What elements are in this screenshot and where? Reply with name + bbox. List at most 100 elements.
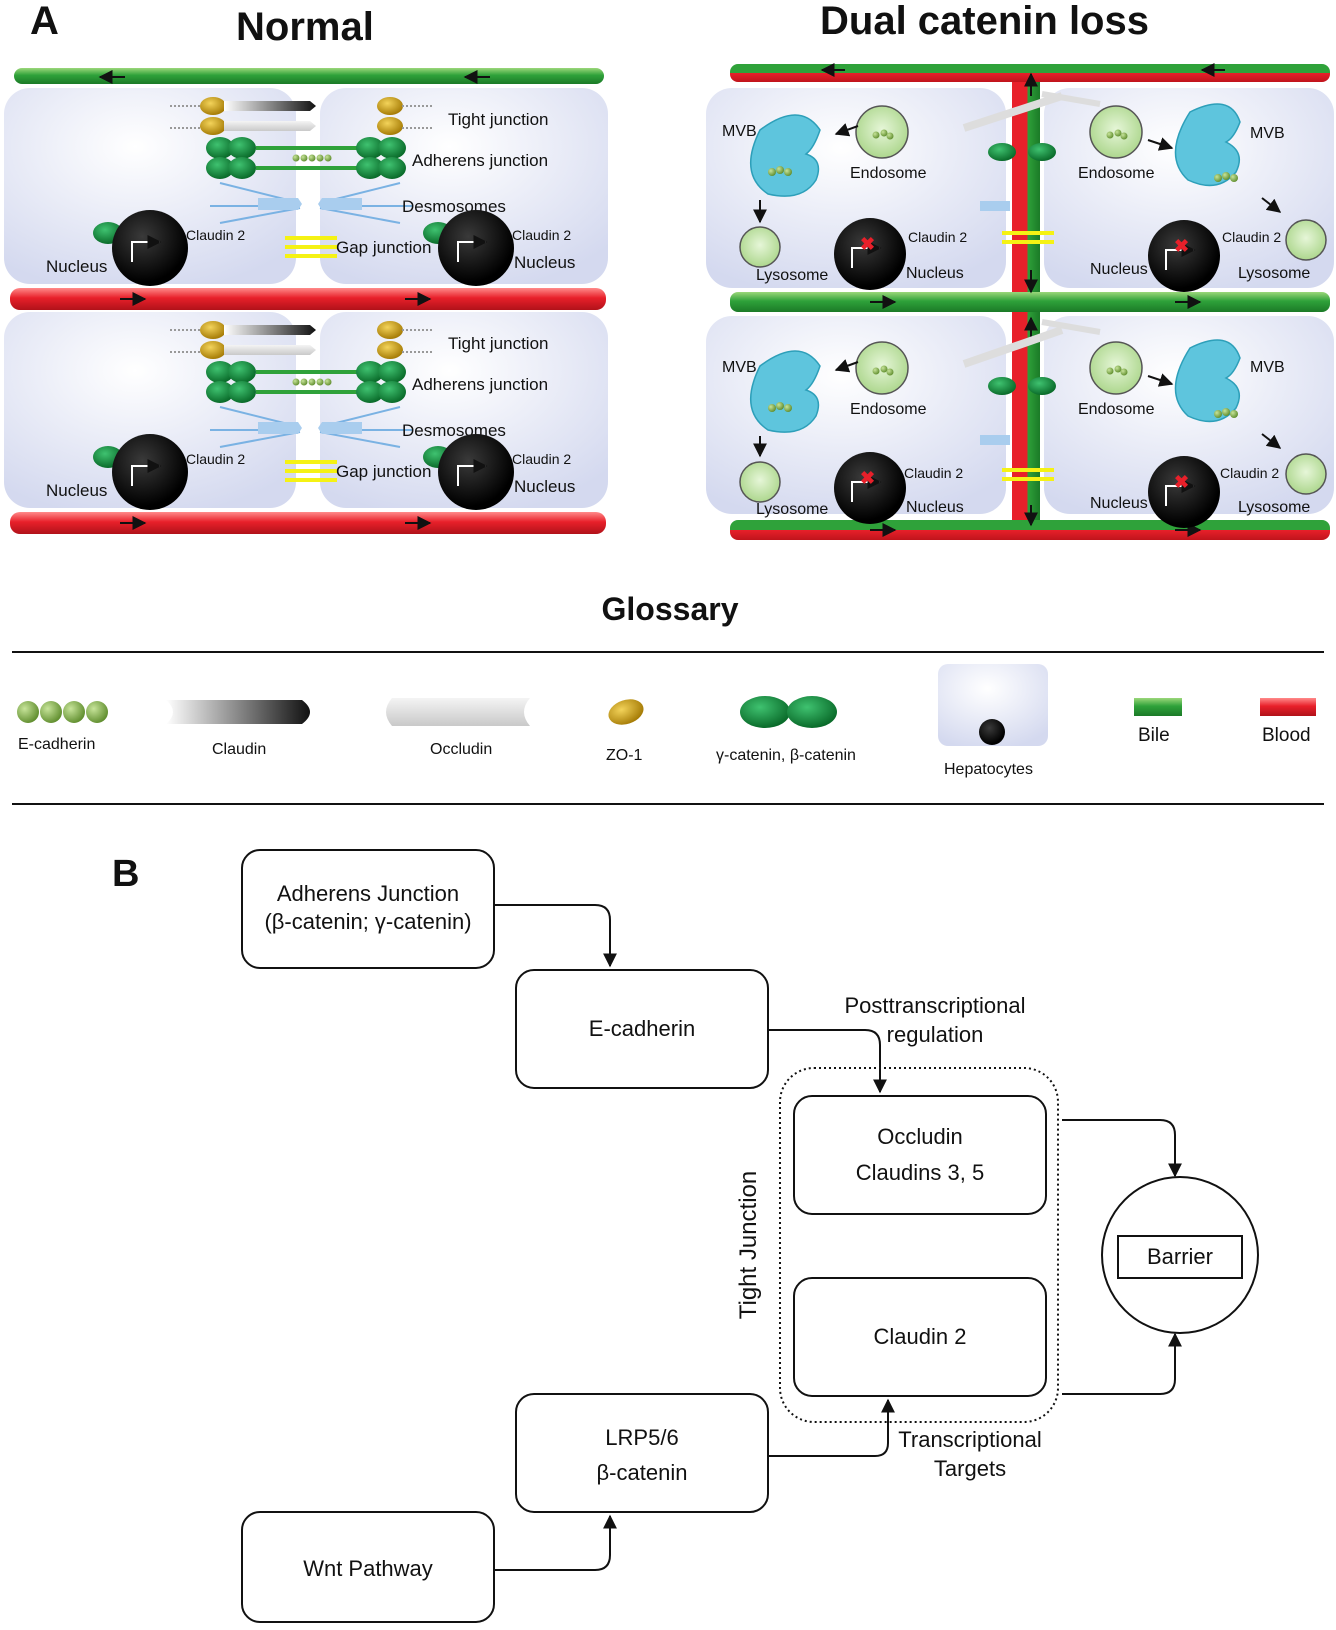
dual-catenin-loss-title: Dual catenin loss: [820, 0, 1149, 43]
claudin2-label: Claudin 2: [186, 227, 245, 243]
svg-text:Blood: Blood: [1262, 725, 1311, 746]
endosome-label: Endosome: [850, 401, 927, 418]
glossary-ecadherin: E-cadherin: [17, 701, 108, 753]
svg-text:✖: ✖: [860, 234, 875, 254]
lysosome-label: Lysosome: [1238, 265, 1310, 282]
nucleus-label: Nucleus: [1090, 495, 1148, 512]
blood-sinusoid: [10, 288, 606, 310]
adherens-line1: Adherens Junction: [277, 881, 459, 906]
wnt-pathway-text: Wnt Pathway: [303, 1556, 433, 1581]
transcriptional-line2: Targets: [934, 1456, 1006, 1481]
claudin2-text: Claudin 2: [874, 1324, 967, 1349]
nucleus-icon: [112, 434, 188, 510]
claudin2-box: [793, 1277, 1047, 1397]
mvb-icon: [1174, 103, 1241, 187]
gap-junction-label: Gap junction: [336, 462, 431, 481]
glossary-zo1: ZO-1: [606, 699, 644, 764]
barrier-box: [1117, 1235, 1243, 1279]
bile-canaliculus: [14, 68, 604, 84]
lysosome-icon: [1285, 453, 1327, 495]
lysosome-icon: [1285, 219, 1327, 261]
glossary-bile: Bile: [1134, 698, 1182, 746]
lrp-box: [515, 1393, 769, 1513]
dual-left-bottom-cell: MVB Endosome Lysosome ✖ Claudin 2 Nucleu…: [722, 341, 964, 524]
svg-text:Claudin: Claudin: [212, 741, 266, 758]
mvb-label: MVB: [722, 359, 757, 376]
svg-text:✖: ✖: [1174, 472, 1189, 492]
nucleus-label: Nucleus: [514, 477, 575, 496]
nucleus-label: Nucleus: [906, 265, 964, 282]
nucleus-icon: [112, 210, 188, 286]
lysosome-label: Lysosome: [756, 267, 828, 284]
panel-a-label: A: [30, 0, 59, 43]
adherens-junction-label: Adherens junction: [412, 375, 548, 394]
nucleus-icon: [438, 210, 514, 286]
panel-b-label: B: [112, 853, 139, 895]
svg-text:Bile: Bile: [1138, 725, 1170, 746]
adherens-junction-label: Adherens junction: [412, 151, 548, 170]
e-cadherin-text: E-cadherin: [589, 1016, 695, 1041]
claudin2-label: Claudin 2: [1222, 229, 1281, 245]
claudin2-label: Claudin 2: [1220, 465, 1279, 481]
nucleus-icon: [834, 218, 906, 290]
tight-junction-group: [779, 1067, 1059, 1423]
claudin2-label: Claudin 2: [908, 229, 967, 245]
nucleus-icon: [1148, 456, 1220, 528]
mvb-icon: [749, 350, 821, 433]
occludin-box: [793, 1095, 1047, 1215]
gap-junction-label: Gap junction: [336, 238, 431, 257]
claudin2-label: Claudin 2: [186, 451, 245, 467]
svg-text:Hepatocytes: Hepatocytes: [944, 761, 1033, 778]
endosome-label: Endosome: [1078, 401, 1155, 418]
nucleus-label: Nucleus: [514, 253, 575, 272]
tight-junction-label: Tight Junction: [735, 1171, 762, 1320]
wnt-pathway-box: [241, 1511, 495, 1623]
nucleus-label: Nucleus: [1090, 261, 1148, 278]
svg-text:✖: ✖: [860, 468, 875, 488]
lrp-line2: β-catenin: [597, 1460, 688, 1485]
normal-title: Normal: [236, 5, 374, 49]
endosome-label: Endosome: [850, 165, 927, 182]
nucleus-label: Nucleus: [46, 481, 107, 500]
adherens-line2: (β-catenin; γ-catenin): [264, 909, 471, 934]
glossary-catenin: γ-catenin, β-catenin: [716, 696, 856, 764]
claudin2-label: Claudin 2: [512, 227, 571, 243]
occludin-line1: Occludin: [877, 1124, 963, 1149]
claudin2-label: Claudin 2: [512, 451, 571, 467]
svg-text:ZO-1: ZO-1: [606, 747, 643, 764]
dual-left-top-cell: MVB Endosome Lysosome ✖ Claudin 2 Nucleu…: [722, 105, 967, 290]
mvb-label: MVB: [1250, 359, 1285, 376]
nucleus-icon: [834, 452, 906, 524]
nucleus-icon: [438, 434, 514, 510]
glossary-claudin: Claudin: [166, 700, 310, 758]
blood-sinusoid: [10, 512, 606, 534]
mvb-label: MVB: [1250, 125, 1285, 142]
lysosome-icon: [739, 461, 781, 503]
bile-canaliculus: [730, 292, 1330, 312]
lrp-line1: LRP5/6: [605, 1425, 678, 1450]
mvb-label: MVB: [722, 123, 757, 140]
mvb-icon: [1174, 339, 1241, 423]
lysosome-icon: [739, 226, 781, 268]
posttranscriptional-line1: Posttranscriptional: [845, 993, 1026, 1018]
barrier-text: Barrier: [1147, 1244, 1213, 1269]
glossary-hepatocytes: Hepatocytes: [938, 664, 1048, 778]
posttranscriptional-line2: regulation: [887, 1022, 984, 1047]
glossary-title: Glossary: [602, 591, 739, 627]
lysosome-label: Lysosome: [1238, 499, 1310, 516]
mvb-icon: [749, 114, 821, 197]
dual-junction-remnants: [962, 91, 1101, 481]
nucleus-label: Nucleus: [906, 499, 964, 516]
glossary-occludin: Occludin: [386, 698, 530, 758]
svg-text:Occludin: Occludin: [430, 741, 492, 758]
nucleus-icon: [1148, 220, 1220, 292]
occludin-line2: Claudins 3, 5: [856, 1160, 984, 1185]
nucleus-label: Nucleus: [46, 257, 107, 276]
endosome-label: Endosome: [1078, 165, 1155, 182]
dual-right-top-cell: Endosome MVB Lysosome ✖ Claudin 2 Nucleu…: [1078, 103, 1327, 292]
transcriptional-line1: Transcriptional: [898, 1427, 1041, 1452]
glossary-blood: Blood: [1260, 698, 1316, 746]
svg-text:✖: ✖: [1174, 236, 1189, 256]
flow-texts: Adherens Junction (β-catenin; γ-catenin)…: [264, 881, 1213, 1581]
